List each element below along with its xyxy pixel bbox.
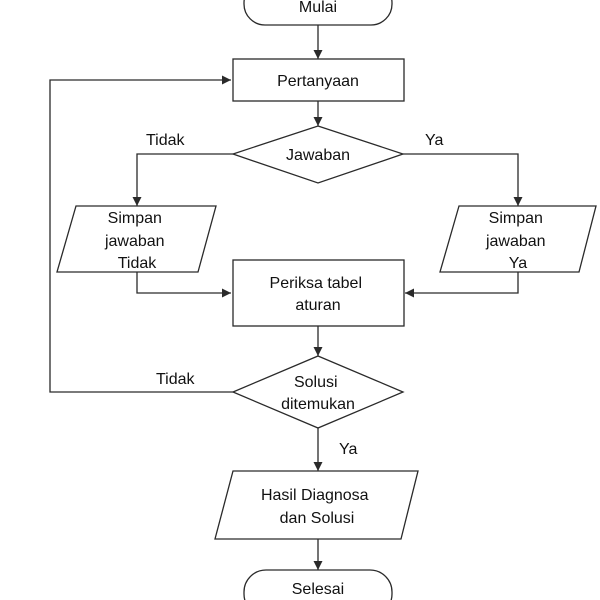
check-rules-label: Periksa tabel aturan <box>270 275 367 314</box>
node-end: Selesai <box>243 569 393 600</box>
edge-label-answer-yes: Ya <box>425 132 443 149</box>
node-save-yes: Simpan jawaban Ya <box>439 205 597 273</box>
result-data-parallelogram <box>214 470 419 540</box>
connectors <box>49 25 523 570</box>
end-label: Selesai <box>292 581 344 598</box>
node-save-no: Simpan jawaban Tidak <box>56 205 217 273</box>
arrow-save-no-to-check-rules <box>136 272 231 298</box>
edge-labels: Tidak Ya Tidak Ya <box>146 132 443 458</box>
question-label: Pertanyaan <box>277 73 359 90</box>
solution-decision-diamond <box>231 355 405 429</box>
edge-label-solution-no: Tidak <box>156 371 196 388</box>
edge-label-answer-no: Tidak <box>146 132 186 149</box>
solution-decision-label: Solusi ditemukan <box>281 374 355 413</box>
node-solution-decision: Solusi ditemukan <box>231 355 405 429</box>
answer-decision-label: Jawaban <box>286 147 350 164</box>
check-rules-process-box <box>232 259 405 327</box>
node-question: Pertanyaan <box>232 58 405 102</box>
edge-label-solution-yes: Ya <box>339 441 357 458</box>
node-result: Hasil Diagnosa dan Solusi <box>214 470 419 540</box>
save-yes-label: Simpan jawaban Ya <box>485 210 550 272</box>
node-answer-decision: Jawaban <box>230 125 406 184</box>
save-no-data-parallelogram <box>56 205 217 273</box>
arrow-answer-yes-to-save-yes <box>403 153 523 206</box>
arrow-answer-no-to-save-no <box>132 153 233 206</box>
start-terminator <box>243 0 393 26</box>
save-yes-data-parallelogram <box>439 205 597 273</box>
save-no-label: Simpan jawaban Tidak <box>104 210 169 272</box>
node-check-rules: Periksa tabel aturan <box>232 259 405 327</box>
start-label: Mulai <box>299 0 337 16</box>
answer-decision-diamond <box>230 125 406 184</box>
question-process-box <box>232 58 405 102</box>
arrow-save-yes-to-check-rules <box>405 272 519 298</box>
node-start: Mulai <box>243 0 393 26</box>
end-terminator <box>243 569 393 600</box>
result-label: Hasil Diagnosa dan Solusi <box>261 487 373 527</box>
arrow-solution-no-loop-to-question <box>49 75 233 393</box>
